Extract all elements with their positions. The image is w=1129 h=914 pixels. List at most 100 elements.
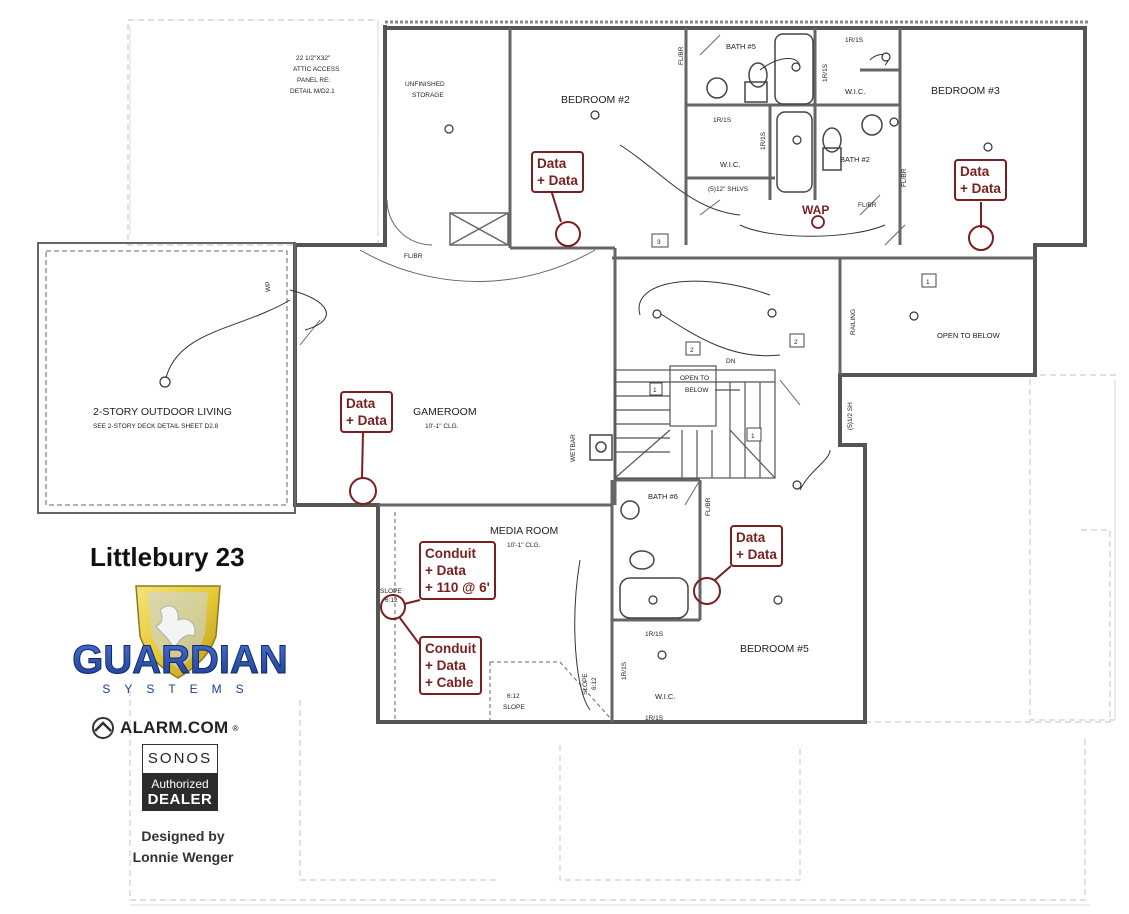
electrical-wiring bbox=[164, 54, 889, 711]
room-label-bedroom3: BEDROOM #3 bbox=[931, 85, 1000, 97]
callout-line: + Data bbox=[425, 658, 466, 673]
exterior-walls bbox=[293, 25, 1087, 724]
callout-media-conduit-power: Conduit + Data + 110 @ 6' bbox=[419, 541, 496, 600]
alarm-com-registered-mark: ® bbox=[232, 723, 239, 733]
rod-label-3: 1R/1S bbox=[760, 131, 767, 150]
bath-fixtures bbox=[589, 33, 883, 619]
wap-device-icon bbox=[811, 215, 825, 229]
callout-line: + 110 @ 6' bbox=[425, 580, 490, 595]
systems-wordmark: SYSTEMS bbox=[102, 682, 257, 696]
media-room-slope bbox=[394, 512, 613, 721]
callout-line: + Data bbox=[736, 547, 777, 562]
callout-line: + Data bbox=[537, 173, 578, 188]
media-room-ceiling: 10'-1" CLG. bbox=[507, 542, 541, 549]
callout-line: Data bbox=[537, 156, 567, 171]
shield-eagle-icon: GUARDIAN SYSTEMS bbox=[72, 585, 288, 696]
light-fixtures bbox=[159, 52, 993, 660]
room-label-bath2: BATH #2 bbox=[840, 155, 870, 164]
designer-credit: Designed by Lonnie Wenger bbox=[128, 826, 238, 868]
guardian-logo: GUARDIAN SYSTEMS bbox=[48, 580, 313, 710]
callout-line: Data bbox=[960, 164, 990, 179]
callout-bedroom2: Data + Data bbox=[531, 151, 584, 193]
callout-target-bedroom2 bbox=[555, 221, 581, 247]
guardian-wordmark: GUARDIAN bbox=[72, 638, 288, 682]
alarm-com-logo: ALARM.COM ® bbox=[90, 716, 238, 740]
flbr-label-bath5: FL/BR bbox=[678, 46, 685, 65]
tag-1b: 1 bbox=[653, 387, 657, 394]
room-label-bath6: BATH #6 bbox=[648, 492, 678, 501]
callout-leaders bbox=[349, 189, 994, 646]
shelves-label-2: (5)1/2 SH bbox=[847, 402, 854, 430]
tag-1a: 1 bbox=[926, 279, 930, 286]
wap-label: WAP bbox=[802, 203, 829, 217]
outdoor-living-note: SEE 2-STORY DECK DETAIL SHEET D2.8 bbox=[93, 423, 219, 430]
room-label-gameroom: GAMEROOM bbox=[413, 406, 477, 418]
sonos-dealer-label: DEALER bbox=[147, 791, 213, 808]
attic-note-1: 22 1/2"X32" bbox=[296, 55, 331, 62]
callout-line: Data bbox=[736, 530, 766, 545]
project-title: Littlebury 23 bbox=[90, 542, 245, 572]
stair-open-label-2: BELOW bbox=[685, 387, 709, 394]
lower-level-outline bbox=[127, 19, 1116, 901]
alarm-com-wordmark: ALARM.COM bbox=[120, 718, 229, 737]
callout-line: + Cable bbox=[425, 675, 474, 690]
tag-1c: 1 bbox=[751, 433, 755, 440]
sonos-dealer-block: Authorized DEALER bbox=[142, 773, 218, 811]
storage-label-2: STORAGE bbox=[412, 92, 444, 99]
room-label-bath5: BATH #5 bbox=[726, 42, 756, 51]
callout-target-bedroom3 bbox=[968, 225, 994, 251]
slope-label-3: SLOPE bbox=[582, 673, 589, 695]
rod-label-7: 1R/1S bbox=[645, 715, 664, 722]
callout-bedroom3: Data + Data bbox=[954, 159, 1007, 201]
callout-target-gameroom bbox=[349, 477, 377, 505]
room-label-wic-bedroom5: W.I.C. bbox=[655, 692, 675, 701]
room-label-bedroom5: BEDROOM #5 bbox=[740, 643, 809, 655]
room-label-bedroom2: BEDROOM #2 bbox=[561, 94, 630, 106]
flbr-label-bedroom3: FL/BR bbox=[901, 168, 908, 187]
designer-credit-line1: Designed by bbox=[141, 828, 225, 844]
callout-line: Conduit bbox=[425, 546, 476, 561]
wetbar-label: WETBAR bbox=[570, 434, 577, 462]
slope-label-1b: 6:12 bbox=[385, 597, 398, 604]
tag-2b: 2 bbox=[794, 339, 798, 346]
callout-bedroom5: Data + Data bbox=[730, 525, 783, 567]
rod-label-1: 1R/1S bbox=[845, 37, 864, 44]
sonos-authorized-label: Authorized bbox=[151, 777, 209, 791]
callout-line: Data bbox=[346, 396, 376, 411]
flbr-label-bath6: FL/BR bbox=[705, 497, 712, 516]
room-label-outdoor-living: 2-STORY OUTDOOR LIVING bbox=[93, 406, 232, 418]
stair-outline bbox=[614, 365, 776, 479]
attic-note-3: PANEL RE: bbox=[297, 77, 330, 84]
flbr-label-bath2: FL/BR bbox=[858, 202, 877, 209]
number-tags bbox=[649, 233, 937, 442]
sonos-dealer-badge: SONOS Authorized DEALER bbox=[142, 744, 218, 811]
slope-label-3b: 6:12 bbox=[591, 677, 598, 690]
outdoor-living-outline bbox=[37, 242, 296, 514]
room-label-wic-bedroom3: W.I.C. bbox=[845, 87, 865, 96]
tag-2a: 2 bbox=[690, 347, 694, 354]
callout-media-conduit-cable: Conduit + Data + Cable bbox=[419, 636, 482, 695]
shelves-label: (5)12" SHLVS bbox=[708, 186, 749, 193]
callout-line: + Data bbox=[425, 563, 466, 578]
attic-note-4: DETAIL M/D2.1 bbox=[290, 88, 335, 95]
callout-line: + Data bbox=[960, 181, 1001, 196]
callout-line: Conduit bbox=[425, 641, 476, 656]
rod-label-2: 1R/1S bbox=[713, 117, 732, 124]
designer-credit-name: Lonnie Wenger bbox=[132, 849, 234, 865]
stair-open-label-1: OPEN TO bbox=[680, 375, 709, 382]
stair-down-label: DN bbox=[726, 358, 736, 365]
room-label-media-room: MEDIA ROOM bbox=[490, 525, 558, 537]
gameroom-ceiling: 10'-1" CLG. bbox=[425, 423, 459, 430]
callout-target-media-room bbox=[380, 594, 406, 620]
slope-label-2: 6:12 bbox=[507, 693, 520, 700]
interior-walls bbox=[378, 28, 1035, 722]
faint-grid-lines bbox=[129, 20, 1116, 906]
tag-3: 3 bbox=[657, 239, 661, 246]
attic-access-box bbox=[449, 212, 509, 246]
storage-label-1: UNFINISHED bbox=[405, 81, 445, 88]
rod-label-5: 1R/1S bbox=[645, 631, 664, 638]
railing-label: RAILING bbox=[850, 309, 857, 335]
slope-label-2b: SLOPE bbox=[503, 704, 525, 711]
